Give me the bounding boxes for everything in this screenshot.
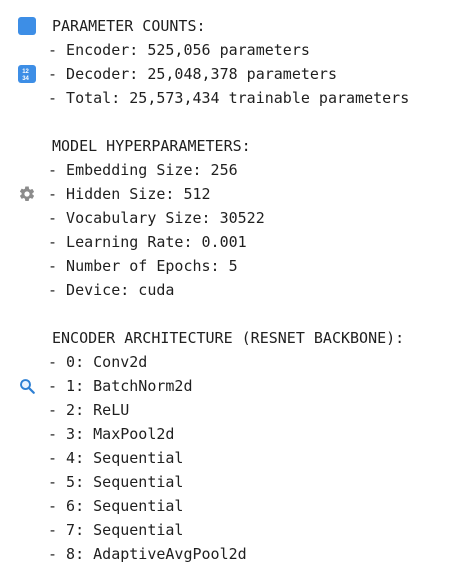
- list-item: - 2: ReLU: [48, 401, 130, 419]
- model-hyperparameters-section: MODEL HYPERPARAMETERS: - Embedding Size:…: [18, 134, 476, 302]
- list-item: - Number of Epochs: 5: [48, 257, 238, 275]
- list-item: - Hidden Size: 512: [48, 185, 211, 203]
- section-header: ENCODER ARCHITECTURE (RESNET BACKBONE):: [18, 326, 476, 394]
- list-item: - 7: Sequential: [48, 521, 184, 539]
- numbers-icon: 12 34: [18, 17, 36, 83]
- list-item: - Decoder: 25,048,378 parameters: [48, 65, 337, 83]
- section-title: MODEL HYPERPARAMETERS:: [52, 137, 251, 155]
- svg-text:34: 34: [22, 76, 29, 82]
- list-item: - 3: MaxPool2d: [48, 425, 175, 443]
- section-header: MODEL HYPERPARAMETERS:: [18, 134, 476, 201]
- encoder-architecture-section: ENCODER ARCHITECTURE (RESNET BACKBONE): …: [18, 326, 476, 566]
- list-item: - Encoder: 525,056 parameters: [48, 41, 310, 59]
- list-item: - Vocabulary Size: 30522: [48, 209, 265, 227]
- parameter-counts-section: 12 34 PARAMETER COUNTS: - Encoder: 525,0…: [18, 14, 476, 110]
- gear-icon: [18, 137, 36, 201]
- magnifying-glass-icon: [18, 329, 36, 394]
- list-item: - Learning Rate: 0.001: [48, 233, 247, 251]
- section-title: PARAMETER COUNTS:: [52, 17, 206, 35]
- list-item: - Total: 25,573,434 trainable parameters: [48, 89, 410, 107]
- section-title: ENCODER ARCHITECTURE (RESNET BACKBONE):: [52, 329, 405, 347]
- list-item: - 4: Sequential: [48, 449, 184, 467]
- list-item: - 6: Sequential: [48, 497, 184, 515]
- list-item: - 1: BatchNorm2d: [48, 377, 193, 395]
- section-header: 12 34 PARAMETER COUNTS:: [18, 14, 476, 83]
- list-item: - Embedding Size: 256: [48, 161, 238, 179]
- list-item: - Device: cuda: [48, 281, 175, 299]
- console-output: 12 34 PARAMETER COUNTS: - Encoder: 525,0…: [18, 14, 476, 566]
- svg-text:12: 12: [22, 69, 29, 75]
- list-item: - 0: Conv2d: [48, 353, 148, 371]
- list-item: - 8: AdaptiveAvgPool2d: [48, 545, 247, 563]
- list-item: - 5: Sequential: [48, 473, 184, 491]
